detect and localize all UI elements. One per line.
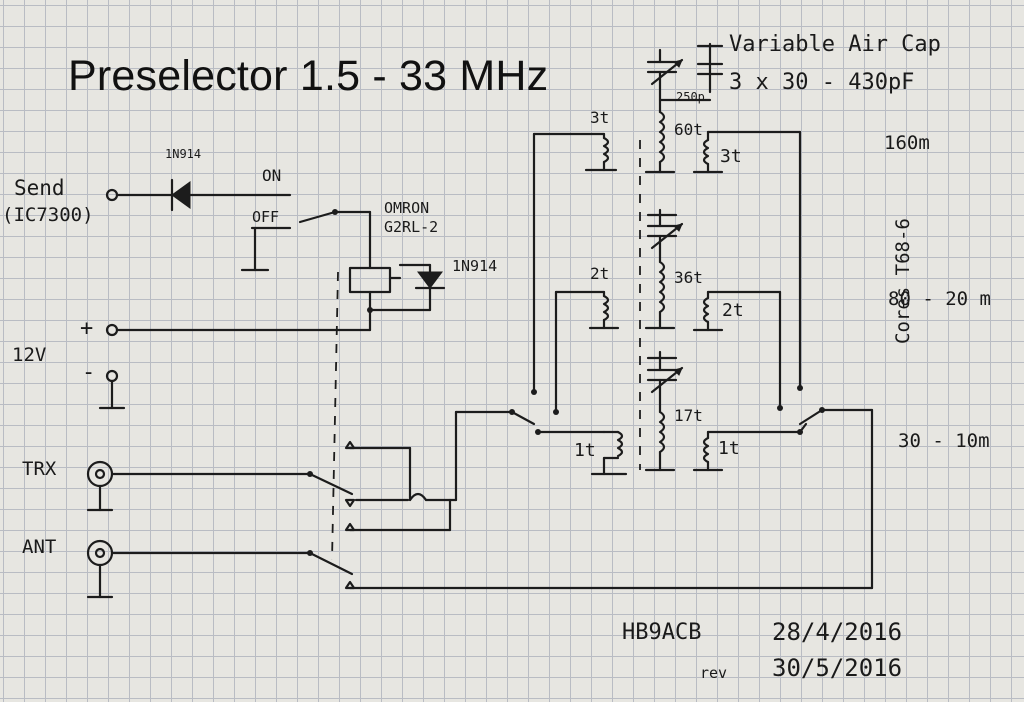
trx-label: TRX [22, 458, 57, 480]
ant-connector [86, 498, 874, 599]
output-band-switch [777, 130, 874, 590]
coil-label-band2-link-right: 2t [722, 300, 744, 321]
signature-rev-date: 30/5/2016 [772, 654, 903, 682]
diagram-title: Preselector 1.5 - 33 MHz [68, 52, 549, 100]
coil-label-band1-link-left: 3t [590, 108, 610, 127]
var-cap-label-line2: 3 x 30 - 430pF [729, 70, 915, 95]
band-label-160m: 160m [884, 132, 930, 154]
main-coil-band1 [644, 110, 676, 174]
diode-label-top: 1N914 [165, 147, 202, 161]
link-coil-right-band3 [692, 430, 802, 472]
variable-cap-band1 [646, 42, 724, 114]
var-cap-label-line1: Variable Air Cap [729, 32, 941, 57]
coil-label-band1-link-right: 3t [720, 146, 742, 167]
signature-date: 28/4/2016 [772, 618, 903, 646]
relay-contact-on-off [240, 209, 372, 272]
link-coil-right-band1 [692, 130, 802, 174]
minus-label: - [82, 360, 96, 385]
trx-relay-contacts [344, 440, 458, 508]
coil-label-band3-link-right: 1t [718, 438, 740, 459]
off-label: OFF [252, 208, 280, 226]
variable-cap-band2 [646, 208, 684, 264]
link-coil-left-band1 [584, 132, 618, 172]
fixed-cap-label: 250p [676, 90, 705, 104]
send-radio-label: (IC7300) [2, 204, 94, 226]
signature-callsign: HB9ACB [622, 620, 702, 645]
link-coil-right-band2 [692, 290, 782, 332]
main-coil-band3 [644, 410, 676, 472]
relay-coil [348, 256, 446, 313]
supply-ground [98, 369, 126, 410]
input-band-switch [454, 132, 606, 502]
trx-connector [86, 460, 354, 512]
ant-label: ANT [22, 536, 57, 558]
diode-label-relay: 1N914 [452, 257, 498, 275]
coil-label-band3-link-left: 1t [574, 440, 596, 461]
band-label-80-20m: 80 - 20 m [888, 288, 991, 310]
plus-label: + [80, 316, 94, 341]
main-coil-band2 [644, 260, 676, 330]
variable-cap-band3 [646, 350, 684, 414]
cores-label: Cores T68-6 [892, 218, 914, 344]
on-label: ON [262, 166, 282, 185]
coil-label-band1-main: 60t [674, 120, 703, 139]
link-coil-left-band2 [588, 290, 620, 330]
supply-label: 12V [12, 344, 47, 366]
diode-1n914-symbol [170, 178, 191, 212]
relay-model-label: G2RL-2 [384, 218, 439, 236]
coil-label-band2-main: 36t [674, 268, 703, 287]
send-line [105, 188, 292, 202]
band-label-30-10m: 30 - 10m [898, 430, 990, 452]
signature-rev-label: rev [700, 664, 728, 682]
relay-make-label: OMRON [384, 199, 430, 217]
send-label: Send [14, 176, 65, 200]
relay-mechanical-link [331, 271, 339, 561]
coil-label-band2-link-left: 2t [590, 264, 610, 283]
coil-label-band3-main: 17t [674, 406, 703, 425]
link-coil-left-band3 [590, 430, 628, 476]
supply-plus-line [105, 308, 372, 337]
